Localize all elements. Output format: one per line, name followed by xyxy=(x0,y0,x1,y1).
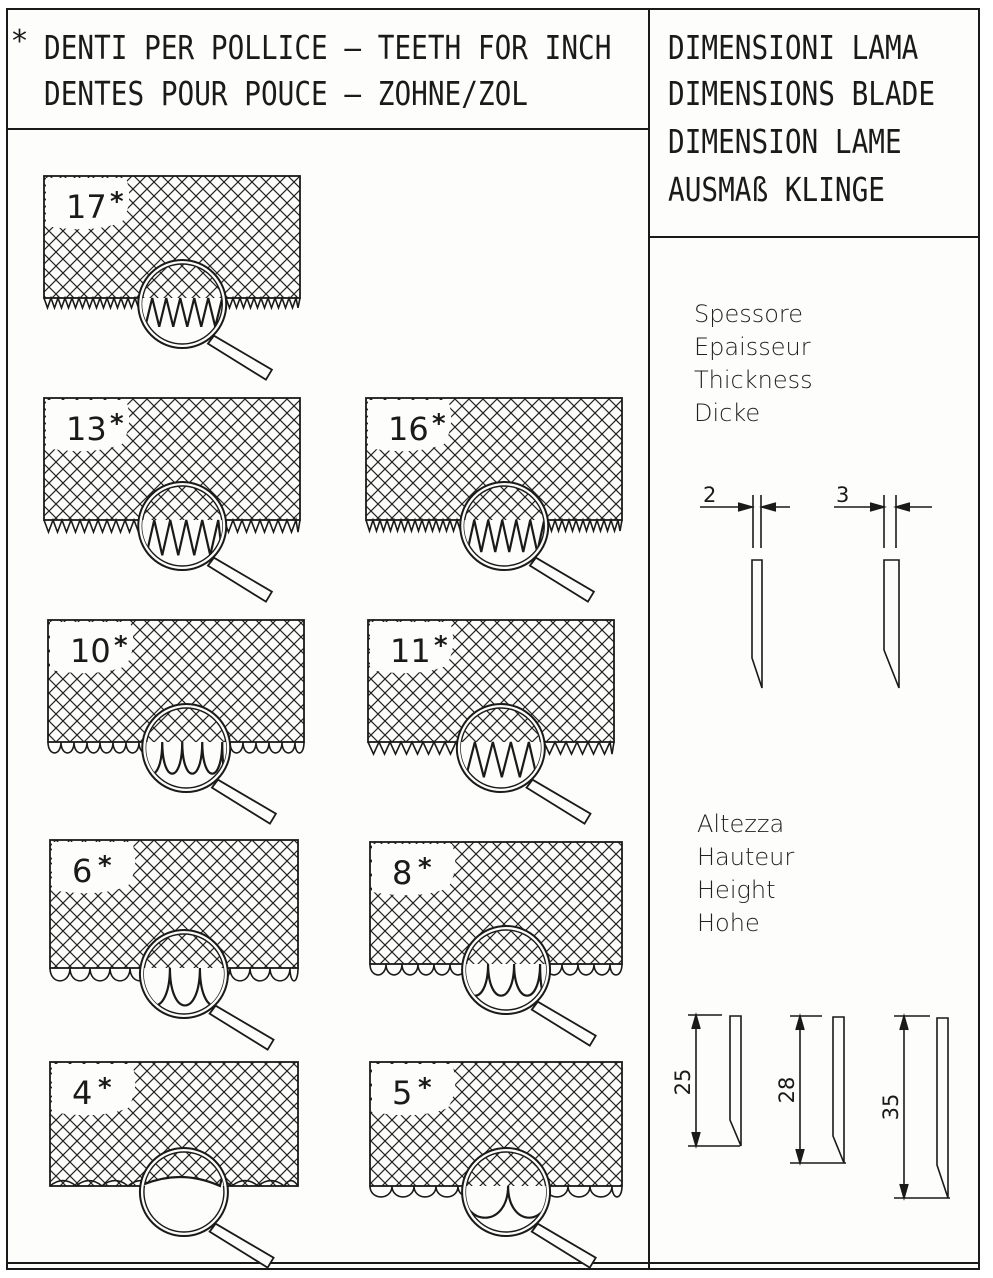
teeth-star-4: * xyxy=(98,1073,112,1103)
height-label-fr: Hauteur xyxy=(697,843,795,871)
thickness-3-diagram xyxy=(834,495,932,689)
thickness-label-it: Spessore xyxy=(694,300,804,328)
header-blade-line-2: DIMENSIONS BLADE xyxy=(668,74,936,113)
thickness-label-fr: Epaisseur xyxy=(694,333,811,361)
thickness-value-2: 2 xyxy=(703,483,716,507)
header-blade-line-4: AUSMAß KLINGE xyxy=(668,170,885,209)
teeth-count-10: 10 xyxy=(70,632,111,670)
height-value-25: 25 xyxy=(671,1069,695,1096)
teeth-count-6: 6 xyxy=(72,852,92,890)
thickness-label-de: Dicke xyxy=(694,399,761,427)
height-28-diagram xyxy=(790,1013,846,1166)
teeth-count-11: 11 xyxy=(390,632,431,670)
teeth-star-17: * xyxy=(110,187,124,217)
header-blade-line-3: DIMENSION LAME xyxy=(668,122,902,161)
height-value-28: 28 xyxy=(775,1077,799,1104)
teeth-star-11: * xyxy=(434,631,448,661)
header-divider-left xyxy=(6,128,648,130)
height-35-diagram xyxy=(894,1013,950,1201)
teeth-star-8: * xyxy=(418,853,432,883)
header-teeth-line-1: DENTI PER POLLICE – TEETH FOR INCH xyxy=(44,28,612,67)
teeth-star-16: * xyxy=(432,409,446,439)
teeth-star-13: * xyxy=(110,409,124,439)
teeth-sample-17: 17* xyxy=(43,175,301,381)
teeth-sample-16: 16* xyxy=(365,397,623,603)
header-blade-line-1: DIMENSIONI LAMA xyxy=(668,28,919,67)
teeth-star-10: * xyxy=(114,631,128,661)
teeth-sample-5: 5* xyxy=(369,1061,623,1269)
teeth-count-4: 4 xyxy=(72,1074,92,1112)
teeth-count-13: 13 xyxy=(66,410,107,448)
teeth-star-5: * xyxy=(418,1073,432,1103)
thickness-2-diagram xyxy=(700,495,790,689)
teeth-sample-8: 8* xyxy=(369,841,623,1047)
footer-divider xyxy=(6,1262,980,1264)
teeth-count-8: 8 xyxy=(392,854,412,892)
teeth-count-16: 16 xyxy=(388,410,429,448)
teeth-count-17: 17 xyxy=(66,188,107,226)
column-divider xyxy=(648,8,650,1270)
height-label-en: Height xyxy=(697,876,776,904)
thickness-value-3: 3 xyxy=(836,483,849,507)
teeth-count-5: 5 xyxy=(392,1074,412,1112)
header-teeth-line-2: DENTES POUR POUCE – ZOHNE/ZOL xyxy=(44,74,528,113)
teeth-sample-11: 11* xyxy=(367,619,615,825)
header-divider-right xyxy=(650,236,980,238)
thickness-label-en: Thickness xyxy=(694,366,813,394)
height-25-diagram xyxy=(688,1012,742,1149)
teeth-sample-4: 4* xyxy=(49,1061,299,1269)
teeth-sample-13: 13* xyxy=(43,397,301,603)
height-label-de: Hohe xyxy=(697,909,760,937)
header-star: * xyxy=(12,24,27,59)
teeth-sample-6: 6* xyxy=(49,839,299,1051)
teeth-sample-10: 10* xyxy=(47,619,305,825)
teeth-star-6: * xyxy=(98,851,112,881)
height-value-35: 35 xyxy=(879,1094,903,1121)
height-label-it: Altezza xyxy=(697,810,785,838)
